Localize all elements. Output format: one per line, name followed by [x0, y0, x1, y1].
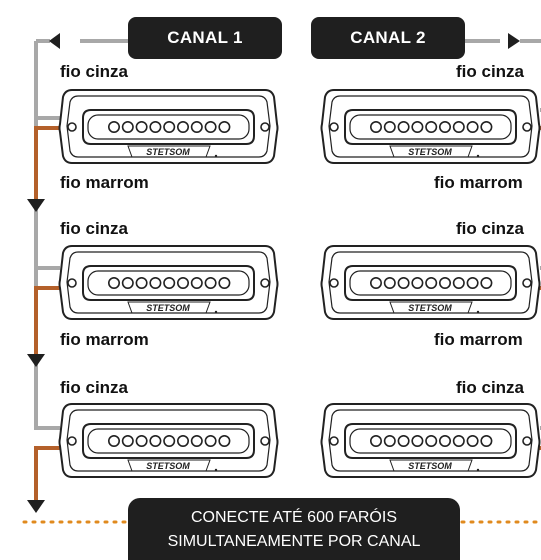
arrow-down-icon: [27, 199, 45, 212]
gray-wire-label: fio cinza: [456, 62, 525, 81]
strobe-light: STETSOM: [58, 84, 279, 168]
footer-line-1: CONECTE ATÉ 600 FARÓIS: [191, 509, 397, 526]
arrow-down-icon: [27, 500, 45, 513]
brown-wire-label: fio marrom: [434, 173, 523, 192]
brown-wire-left: [34, 126, 60, 500]
brown-wire-label: fio marrom: [434, 330, 523, 349]
strobe-light: STETSOM: [320, 240, 541, 324]
strobe-light-graphic: STETSOM: [320, 89, 541, 164]
strobe-light: STETSOM: [58, 240, 279, 324]
brand-logo: STETSOM: [408, 461, 452, 471]
gray-wire-left: [34, 41, 60, 430]
brown-wire-label: fio marrom: [60, 173, 149, 192]
arrow-left-icon: [49, 33, 60, 49]
gray-wire-label: fio cinza: [456, 219, 525, 238]
brand-logo: STETSOM: [408, 147, 452, 157]
brand-logo: STETSOM: [408, 303, 452, 313]
brand-logo: STETSOM: [146, 147, 190, 157]
strobe-light-graphic: STETSOM: [320, 403, 541, 478]
footer-line-2: SIMULTANEAMENTE POR CANAL: [167, 533, 421, 550]
channel-2-label: CANAL 2: [311, 17, 465, 59]
gray-wire-label: fio cinza: [456, 378, 525, 397]
arrow-down-icon: [27, 354, 45, 367]
strobe-light-graphic: STETSOM: [58, 245, 279, 320]
arrow-right-icon: [508, 33, 520, 49]
gray-wire-label: fio cinza: [60, 378, 129, 397]
brand-logo: STETSOM: [146, 303, 190, 313]
gray-wire-label: fio cinza: [60, 62, 129, 81]
strobe-light-graphic: STETSOM: [58, 403, 279, 478]
strobe-light-graphic: STETSOM: [320, 245, 541, 320]
gray-wire-label: fio cinza: [60, 219, 129, 238]
channel-1-label: CANAL 1: [128, 17, 282, 59]
strobe-light: STETSOM: [320, 84, 541, 168]
strobe-light: STETSOM: [58, 398, 279, 482]
brand-logo: STETSOM: [146, 461, 190, 471]
strobe-light: STETSOM: [320, 398, 541, 482]
brown-wire-label: fio marrom: [60, 330, 149, 349]
footer-banner: CONECTE ATÉ 600 FARÓIS SIMULTANEAMENTE P…: [128, 498, 460, 560]
strobe-light-graphic: STETSOM: [58, 89, 279, 164]
